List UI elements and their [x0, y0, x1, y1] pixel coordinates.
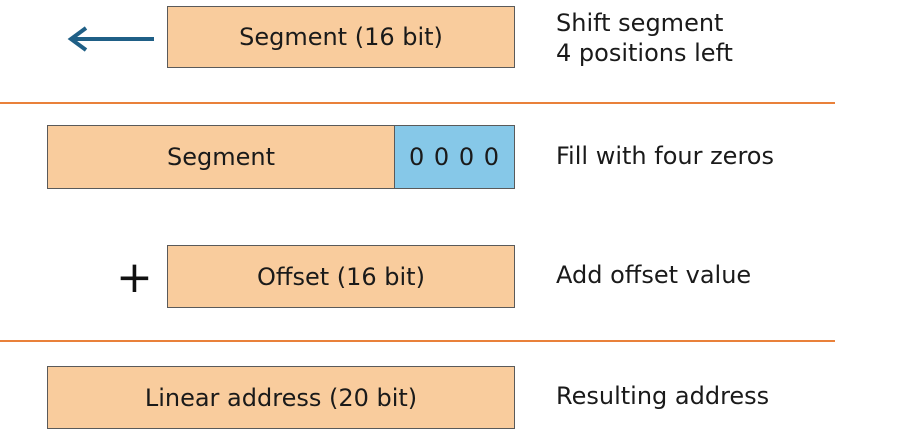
add-note: Add offset value: [556, 261, 752, 289]
fill-note: Fill with four zeros: [556, 142, 774, 170]
zeros-box: 0 0 0 0: [394, 125, 515, 189]
divider-top: [0, 102, 835, 104]
linear-address-box: Linear address (20 bit): [47, 366, 515, 429]
arrow-left-icon: [67, 26, 154, 52]
shift-note-line2: 4 positions left: [556, 39, 733, 67]
result-note: Resulting address: [556, 382, 770, 410]
offset-16bit-box: Offset (16 bit): [167, 245, 515, 308]
shift-note: Shift segment 4 positions left: [556, 8, 733, 68]
divider-bottom: [0, 340, 835, 342]
plus-sign: +: [116, 252, 153, 303]
segment-16bit-box: Segment (16 bit): [167, 6, 515, 68]
segment-box: Segment: [47, 125, 395, 189]
shift-note-line1: Shift segment: [556, 9, 724, 37]
